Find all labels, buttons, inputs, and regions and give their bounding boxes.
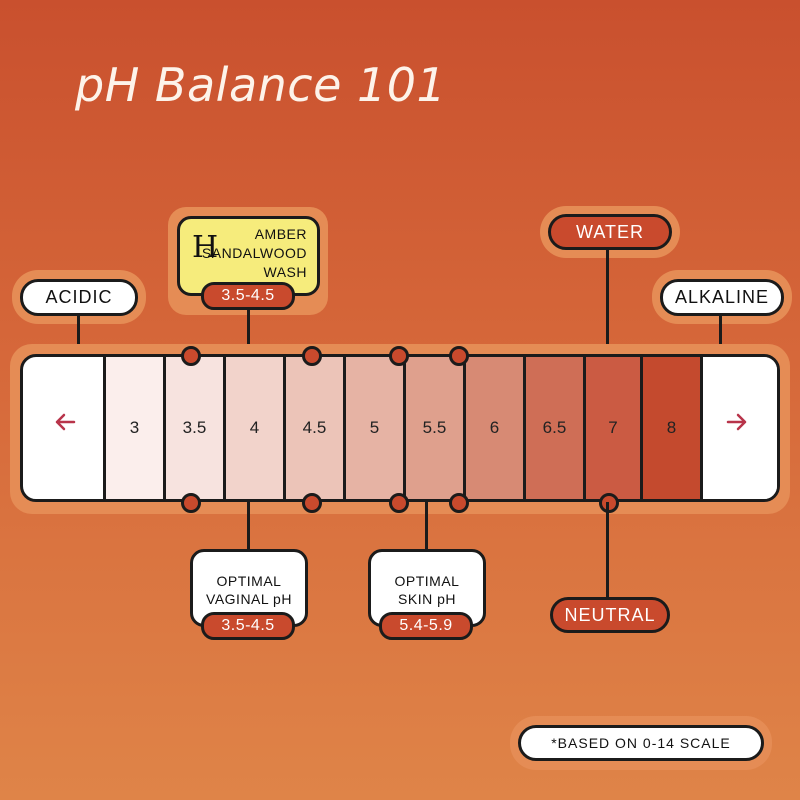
vaginal-range-end-marker [302,493,322,513]
neutral-label: NEUTRAL [550,597,670,633]
alkaline-connector [719,316,722,358]
skin-range-start-marker [389,493,409,513]
skin-range-top-end-marker [449,346,469,366]
acidic-connector [77,316,80,358]
skin-line1: OPTIMAL [394,573,460,589]
water-label: WATER [548,214,672,250]
product-range-badge: 3.5-4.5 [201,282,295,310]
neutral-connector [606,502,609,598]
neutral-marker-bottom [599,493,619,513]
vaginal-connector [247,502,250,552]
ph-cell: 3.5 [163,357,223,499]
product-range-start-marker [181,346,201,366]
ph-cell: 7 [583,357,640,499]
ph-cell: 6 [463,357,523,499]
product-connector [247,310,250,354]
skin-line2: SKIN pH [398,591,456,607]
vaginal-line1: OPTIMAL [216,573,282,589]
acidic-label: ACIDIC [20,279,138,316]
vaginal-line2: VAGINAL pH [206,591,292,607]
vaginal-range-badge: 3.5-4.5 [201,612,295,640]
ph-cell: 6.5 [523,357,583,499]
vaginal-range-start-marker [181,493,201,513]
water-connector [606,250,609,350]
ph-cell: 4.5 [283,357,343,499]
ph-cell: 8 [640,357,700,499]
page-title: pH Balance 101 [75,58,447,112]
arrow-right-icon [726,413,747,431]
product-name-line1: AMBER [254,226,307,242]
ph-cell: 4 [223,357,283,499]
skin-range-end-marker [449,493,469,513]
skin-connector [425,502,428,552]
ph-cell: 5.5 [403,357,463,499]
footnote: *BASED ON 0-14 SCALE [518,725,764,761]
skin-range-top-start-marker [389,346,409,366]
arrow-left-icon [55,413,76,431]
ph-cell: 3 [103,357,163,499]
ph-cell: 5 [343,357,403,499]
skin-range-badge: 5.4-5.9 [379,612,473,640]
product-range-end-marker [302,346,322,366]
product-name-line3: WASH [263,264,307,280]
alkaline-label: ALKALINE [660,279,784,316]
product-name-line2: SANDALWOOD [201,245,307,261]
